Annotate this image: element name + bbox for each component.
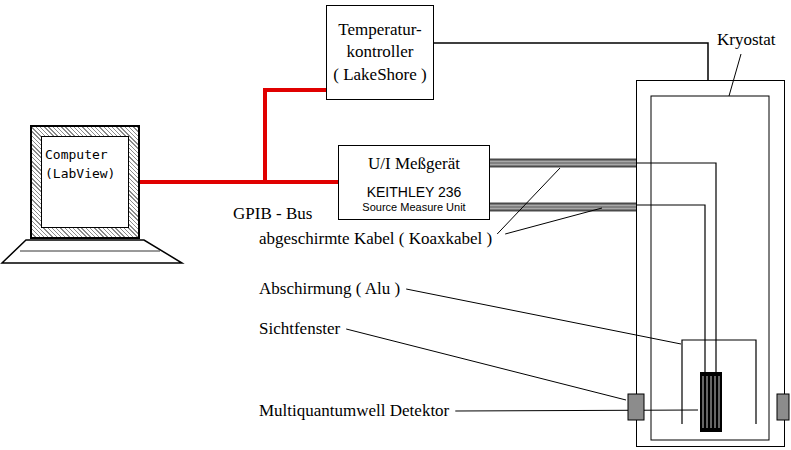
leader-line — [346, 329, 626, 400]
controller-label: ( LakeShore ) — [333, 63, 426, 86]
leader-line — [505, 208, 602, 234]
computer-screen: Computer (LabView) — [30, 125, 140, 239]
coax-cable — [490, 163, 636, 164]
detector — [700, 372, 722, 432]
instrument-label: U/I Meßgerät — [368, 151, 460, 177]
detector-stripes — [703, 376, 719, 428]
detector-label: Multiquantumwell Detektor — [258, 400, 450, 422]
leader-line — [406, 289, 681, 344]
measuring-unit-box: U/I MeßgerätKEITHLEY 236Source Measure U… — [338, 145, 490, 220]
instrument-label: Source Measure Unit — [362, 201, 465, 214]
controller-label: Temperatur- kontroller — [331, 19, 429, 63]
viewing-window — [628, 394, 644, 420]
cryostat-label: Kryostat — [717, 29, 776, 51]
instrument-label: KEITHLEY 236 — [367, 183, 462, 201]
gpib-bus-line — [140, 182, 338, 183]
coax-cable — [490, 207, 636, 208]
inner-cables — [636, 163, 716, 372]
window-label: Sichtfenster — [258, 318, 341, 340]
viewing-window — [777, 394, 789, 420]
leader-line — [729, 54, 741, 96]
leader-line — [497, 168, 560, 234]
sensor-wire — [434, 43, 708, 80]
cryostat-interior — [651, 96, 769, 440]
laptop-base — [2, 240, 182, 263]
computer-label: Computer (LabView) — [41, 136, 129, 228]
leader-line — [455, 410, 698, 411]
shield-label: Abschirmung ( Alu ) — [258, 278, 401, 300]
temperature-controller-box: Temperatur- kontroller( LakeShore ) — [326, 5, 434, 100]
bus-label: GPIB - Bus — [232, 203, 313, 225]
cryostat-housing: Kryostat — [636, 80, 785, 447]
cable-label: abgeschirmte Kabel ( Koaxkabel ) — [258, 228, 493, 250]
gpib-bus-line — [140, 90, 326, 182]
